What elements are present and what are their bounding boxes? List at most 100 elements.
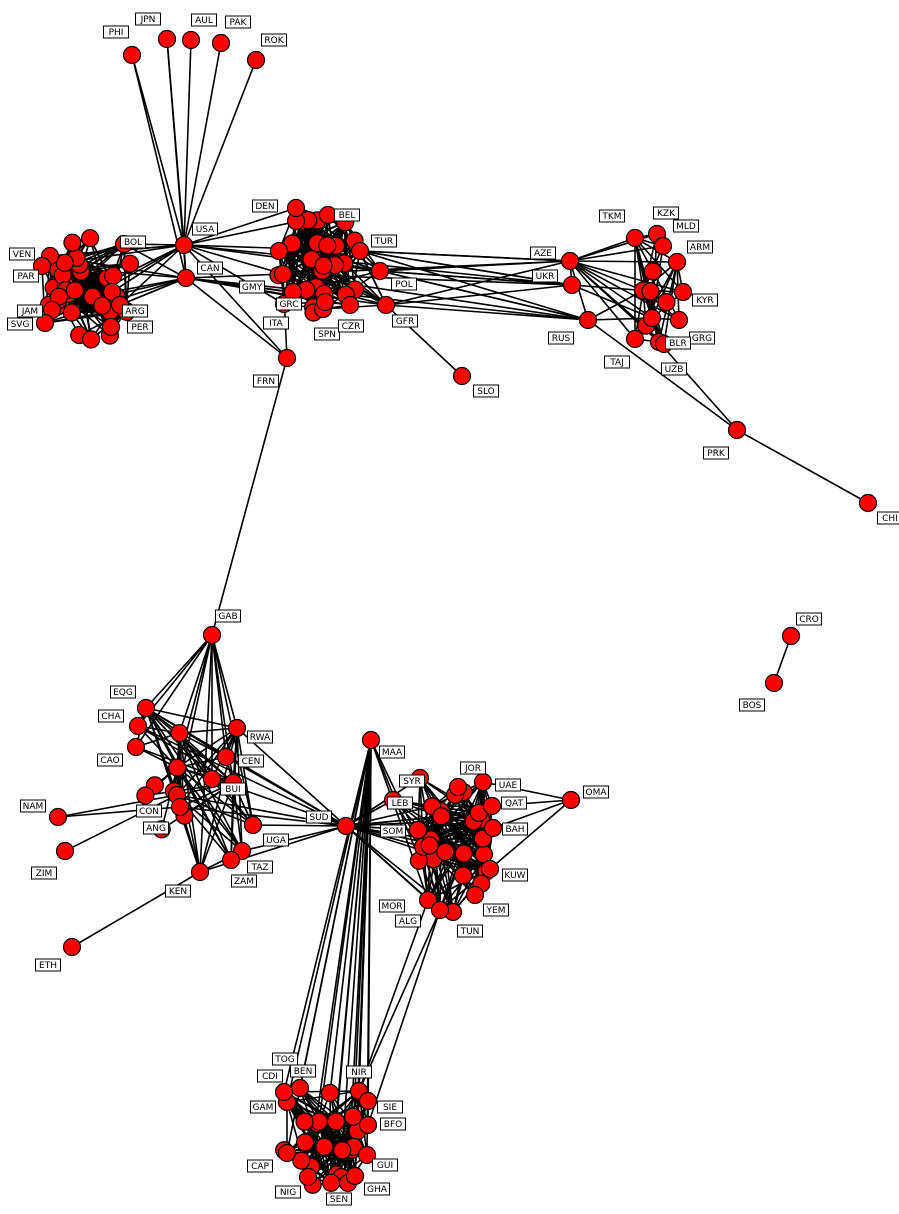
node-cdi bbox=[274, 1082, 294, 1102]
node-cha bbox=[128, 716, 148, 736]
edge-bfo-alg bbox=[367, 909, 441, 1126]
edge-rus-gmy bbox=[282, 273, 589, 321]
edge-cluster-2 bbox=[569, 260, 680, 321]
edge-usa-pak bbox=[183, 42, 222, 246]
node-cluster-1 bbox=[318, 236, 337, 255]
node-label-nir: NIR bbox=[346, 1065, 372, 1079]
node-cluster-0 bbox=[104, 266, 123, 285]
node-label-usa: USA bbox=[192, 222, 218, 236]
edge-cluster-5 bbox=[307, 739, 372, 1178]
label-box bbox=[136, 804, 162, 818]
node-label-zam: ZAM bbox=[231, 874, 257, 888]
edge-cluster-0 bbox=[74, 243, 125, 291]
node-label-ven: VEN bbox=[9, 247, 35, 261]
node-label-tur: TUR bbox=[371, 234, 397, 248]
label-text: TKM bbox=[601, 212, 621, 222]
label-box bbox=[252, 199, 278, 213]
node-label-cen: CEN bbox=[238, 754, 264, 768]
node-label-syr: SYR bbox=[399, 774, 425, 788]
label-text: SLO bbox=[477, 387, 495, 397]
label-text: CAO bbox=[100, 756, 119, 766]
label-text: NIG bbox=[280, 1188, 296, 1198]
node-layer bbox=[32, 29, 878, 1194]
node-frn bbox=[277, 348, 297, 368]
node-label-con: CON bbox=[136, 804, 162, 818]
label-text: CEN bbox=[242, 757, 261, 767]
label-box bbox=[372, 1158, 398, 1172]
node-arm bbox=[667, 252, 687, 272]
label-text: ALG bbox=[399, 917, 417, 927]
node-label-blr: BLR bbox=[665, 336, 691, 350]
edge-oma-kuw bbox=[489, 799, 572, 870]
node-label-svg: SVG bbox=[7, 317, 33, 331]
node-label-jam: JAM bbox=[17, 304, 43, 318]
label-text: KEN bbox=[169, 887, 187, 897]
edge-usa-gmy bbox=[183, 244, 284, 275]
node-cluster-0 bbox=[81, 330, 101, 349]
label-text: ZAM bbox=[234, 877, 254, 887]
label-text: GRG bbox=[692, 334, 712, 344]
node-cap bbox=[277, 1143, 297, 1163]
label-box bbox=[399, 774, 425, 788]
label-box bbox=[253, 374, 279, 388]
node-label-tog: TOG bbox=[272, 1052, 298, 1066]
label-text: BEN bbox=[294, 1067, 313, 1077]
label-box bbox=[257, 1069, 283, 1083]
node-label-grg: GRG bbox=[689, 331, 715, 345]
edge-aze-gfr bbox=[385, 260, 571, 306]
label-text: BOS bbox=[743, 701, 762, 711]
label-box bbox=[501, 796, 527, 810]
label-box bbox=[276, 297, 302, 311]
label-box bbox=[483, 903, 509, 917]
node-label-den: DEN bbox=[252, 199, 278, 213]
node-tog bbox=[290, 1078, 310, 1098]
edge-gab-ken bbox=[199, 634, 213, 873]
node-eqg bbox=[136, 698, 156, 718]
node-cluster-5 bbox=[295, 1133, 315, 1152]
node-label-arg: ARG bbox=[122, 304, 148, 318]
node-gmy bbox=[273, 264, 293, 284]
edge-ukr-gmy bbox=[282, 273, 573, 286]
edge-cluster-5 bbox=[286, 1149, 343, 1154]
label-box bbox=[220, 782, 246, 796]
label-box bbox=[473, 384, 499, 398]
edge-usa-rok bbox=[183, 59, 257, 246]
edge-cluster-2 bbox=[569, 245, 664, 262]
edge-layer bbox=[41, 38, 869, 1186]
node-label-oma: OMA bbox=[583, 785, 609, 799]
node-qat bbox=[482, 796, 502, 816]
node-label-bui: BUI bbox=[220, 782, 246, 796]
label-text: ANG bbox=[146, 824, 166, 834]
node-label-can: CAN bbox=[197, 261, 223, 275]
label-box bbox=[457, 924, 483, 938]
node-label-aul: AUL bbox=[191, 13, 217, 27]
node-cluster-0 bbox=[55, 253, 74, 272]
node-label-gui: GUI bbox=[372, 1158, 398, 1172]
label-text: CAP bbox=[251, 1162, 269, 1172]
label-text: TAZ bbox=[250, 863, 268, 873]
node-uga bbox=[243, 815, 263, 835]
node-jor bbox=[448, 777, 468, 797]
node-label-sen: SEN bbox=[326, 1192, 352, 1206]
label-text: AUL bbox=[195, 16, 213, 26]
node-svg bbox=[35, 313, 55, 333]
node-gui bbox=[357, 1145, 377, 1165]
label-box bbox=[263, 316, 289, 330]
node-label-czr: CZR bbox=[338, 319, 364, 333]
node-label-bos: BOS bbox=[739, 698, 765, 712]
label-text: YEM bbox=[486, 906, 506, 916]
label-box bbox=[548, 331, 574, 345]
node-gab bbox=[202, 625, 222, 645]
label-text: POL bbox=[395, 280, 413, 290]
label-text: DEN bbox=[255, 202, 274, 212]
edge-gab-eqg bbox=[145, 634, 213, 709]
node-label-uae: UAE bbox=[495, 778, 521, 792]
label-box bbox=[7, 317, 33, 331]
edge-zim-con bbox=[64, 794, 178, 852]
node-kyr bbox=[673, 282, 693, 302]
node-label-gfr: GFR bbox=[392, 314, 418, 328]
node-label-ita: ITA bbox=[263, 316, 289, 330]
node-pol bbox=[370, 261, 390, 281]
edge-nir-alg bbox=[358, 909, 441, 1092]
